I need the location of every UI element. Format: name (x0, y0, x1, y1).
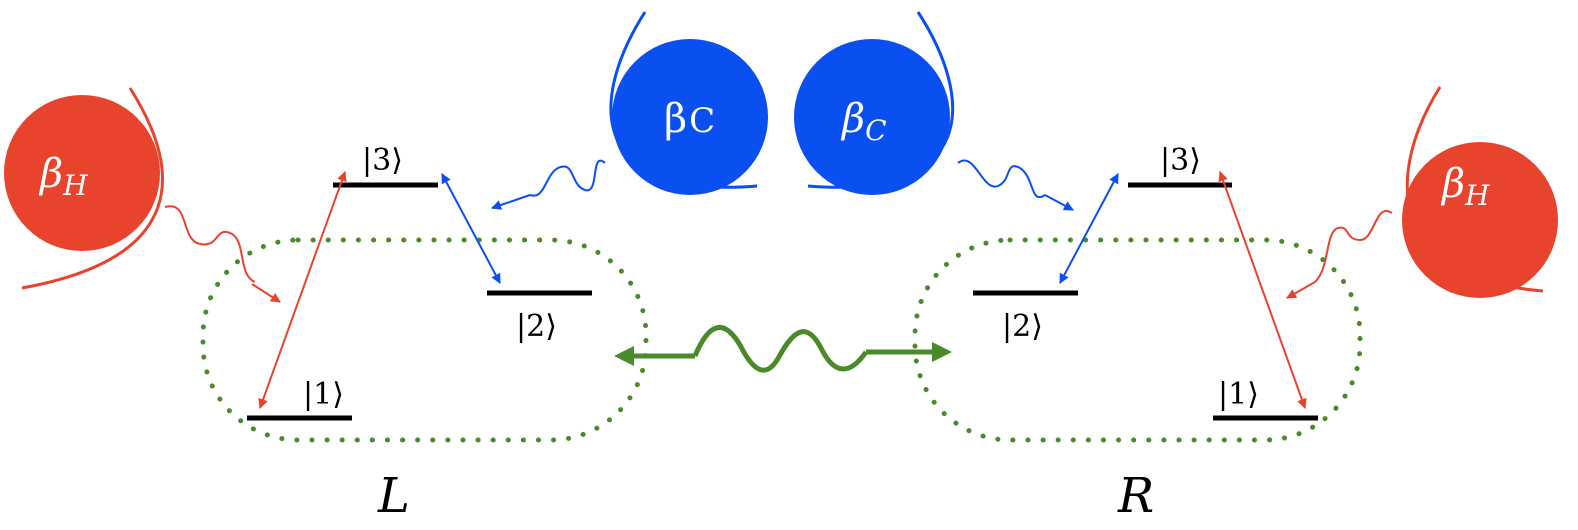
cold-bath-right-subscript: C (865, 114, 886, 147)
right-system-boundary (912, 237, 1363, 443)
left-transition-2-3 (441, 173, 501, 284)
hot-bath-left: βH (4, 87, 164, 290)
hot-bath-right: βH (1402, 86, 1558, 298)
left-level-2-label: |2⟩ (516, 309, 557, 344)
right-transition-2-3 (1059, 173, 1119, 284)
right-transition-1-3 (1218, 171, 1307, 409)
cold-bath-right-symbol: β (840, 96, 865, 142)
svg-text:βH: βH (38, 151, 88, 202)
cold-bath-left-subscript: C (689, 101, 715, 141)
svg-text:βC: βC (840, 96, 887, 147)
hot-bath-right-symbol: β (1440, 161, 1465, 207)
left-system-label: L (377, 468, 410, 524)
right-system-label: R (1117, 468, 1154, 524)
left-transition-1-3 (258, 171, 347, 409)
hot-bath-left-subscript: H (62, 169, 88, 202)
svg-text:βC: βC (664, 96, 715, 142)
right-level-1-label: |1⟩ (1218, 377, 1259, 412)
left-system-boundary (200, 237, 649, 443)
cold-bath-left: βC (609, 11, 768, 195)
left-level-1-label: |1⟩ (303, 377, 344, 412)
hot-bath-right-subscript: H (1464, 179, 1490, 212)
left-level-3-label: |3⟩ (362, 143, 403, 178)
coupling-arrow (614, 325, 952, 373)
svg-text:βH: βH (1440, 161, 1490, 212)
right-level-3-label: |3⟩ (1160, 143, 1201, 178)
photon-cold-left (491, 159, 606, 210)
cold-bath-left-symbol: β (664, 96, 687, 142)
cold-bath-right: βC (794, 11, 954, 195)
photon-cold-right (957, 159, 1074, 211)
hot-bath-left-symbol: β (38, 151, 63, 197)
photon-hot-right (1286, 210, 1393, 299)
right-level-2-label: |2⟩ (1002, 309, 1043, 344)
photon-hot-left (164, 205, 281, 303)
